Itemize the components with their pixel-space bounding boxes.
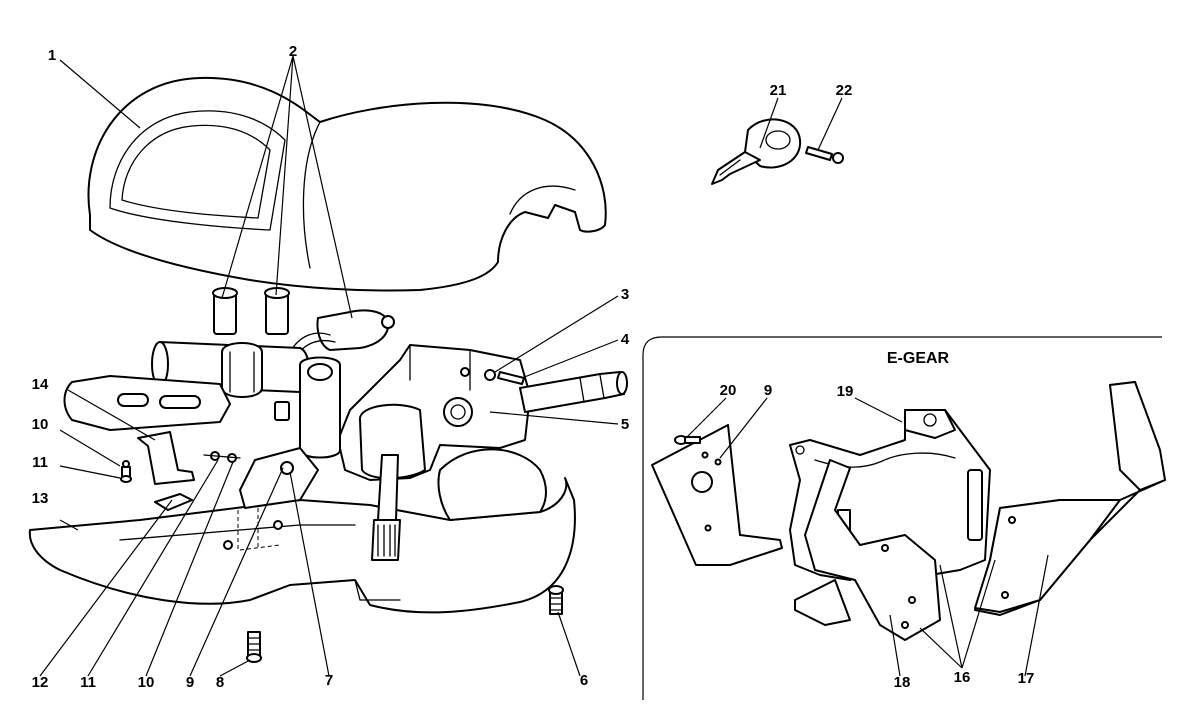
callout-1: 1 xyxy=(48,47,56,64)
callout-16: 16 xyxy=(954,669,971,686)
callout-6: 6 xyxy=(580,672,588,689)
bolt-8 xyxy=(246,631,262,663)
leader-lines xyxy=(39,55,1049,677)
callout-10-left: 10 xyxy=(32,416,49,433)
callout-19: 19 xyxy=(837,383,854,400)
small-bracket xyxy=(137,431,241,485)
callout-10-bottom: 10 xyxy=(138,674,155,691)
callout-21: 21 xyxy=(770,82,787,99)
callout-14: 14 xyxy=(32,376,49,393)
callout-13: 13 xyxy=(32,490,49,507)
callout-9-bottom: 9 xyxy=(186,674,194,691)
callout-4: 4 xyxy=(621,331,630,348)
callout-17: 17 xyxy=(1018,670,1035,687)
callout-11-bottom: 11 xyxy=(80,674,96,691)
column-screws xyxy=(460,367,525,385)
callout-12: 12 xyxy=(32,674,49,691)
upper-shroud xyxy=(87,76,607,292)
clip-right xyxy=(264,287,290,335)
paddle-right xyxy=(974,381,1166,616)
callout-2: 2 xyxy=(289,43,297,60)
inset-plate xyxy=(651,424,783,566)
callout-8: 8 xyxy=(216,674,224,691)
ignition-key xyxy=(711,118,802,185)
bracket-arm xyxy=(63,375,231,431)
callout-20: 20 xyxy=(720,382,737,399)
inset-screw xyxy=(674,435,701,445)
inset-frame xyxy=(642,336,1162,700)
clip-12 xyxy=(154,493,193,511)
spacer-block xyxy=(274,401,290,421)
callout-11-left: 11 xyxy=(32,454,48,471)
callout-7: 7 xyxy=(325,672,333,689)
callout-5: 5 xyxy=(621,416,629,433)
paddle-left xyxy=(794,459,941,641)
screw-10-11 xyxy=(120,460,132,483)
key-pin xyxy=(805,146,844,164)
steering-column-assembly xyxy=(299,344,628,561)
callout-9-inset: 9 xyxy=(764,382,772,399)
callout-labels: 1 2 3 4 5 6 7 8 9 10 11 12 13 14 10 11 2… xyxy=(32,43,1035,691)
callout-3: 3 xyxy=(621,286,629,303)
callout-22: 22 xyxy=(836,82,853,99)
clip-left xyxy=(212,287,238,335)
inset-title: E-GEAR xyxy=(887,350,950,367)
bolt-6 xyxy=(548,585,564,615)
callout-18: 18 xyxy=(894,674,911,691)
wiring-bracket xyxy=(289,309,395,359)
